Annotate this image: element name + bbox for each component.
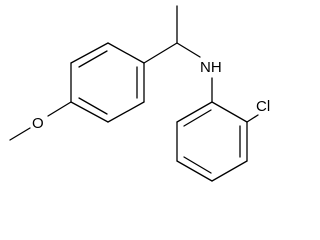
ring1-double-bond — [78, 97, 108, 115]
bond-chiral-nh — [176, 42, 201, 58]
nh-label: NH — [200, 59, 222, 76]
ring2-bond — [176, 101, 213, 123]
ring2-bond — [211, 160, 248, 182]
ring1-bond — [107, 101, 145, 123]
chemical-structure-diagram: O NH Cl — [9, 5, 270, 182]
bond-oxygen-methyl — [9, 127, 31, 141]
ring1-double-bond — [78, 50, 108, 68]
anisole-ring — [70, 42, 145, 123]
ring1-bond — [70, 42, 109, 64]
oxygen-label: O — [32, 115, 44, 132]
bond-ring1-oxygen — [47, 101, 72, 117]
ring2-double-bond — [183, 156, 212, 174]
ring2-double-bond — [183, 109, 212, 127]
bond-chiral-ring1 — [143, 42, 178, 64]
chlorophenyl-ring — [176, 101, 248, 182]
ring1-bond — [107, 42, 145, 64]
ring2-bond — [176, 160, 213, 182]
ring2-bond — [211, 101, 248, 123]
ring1-bond — [70, 101, 109, 123]
bond-ring2-chlorine — [246, 114, 259, 123]
chlorine-label: Cl — [256, 98, 270, 115]
